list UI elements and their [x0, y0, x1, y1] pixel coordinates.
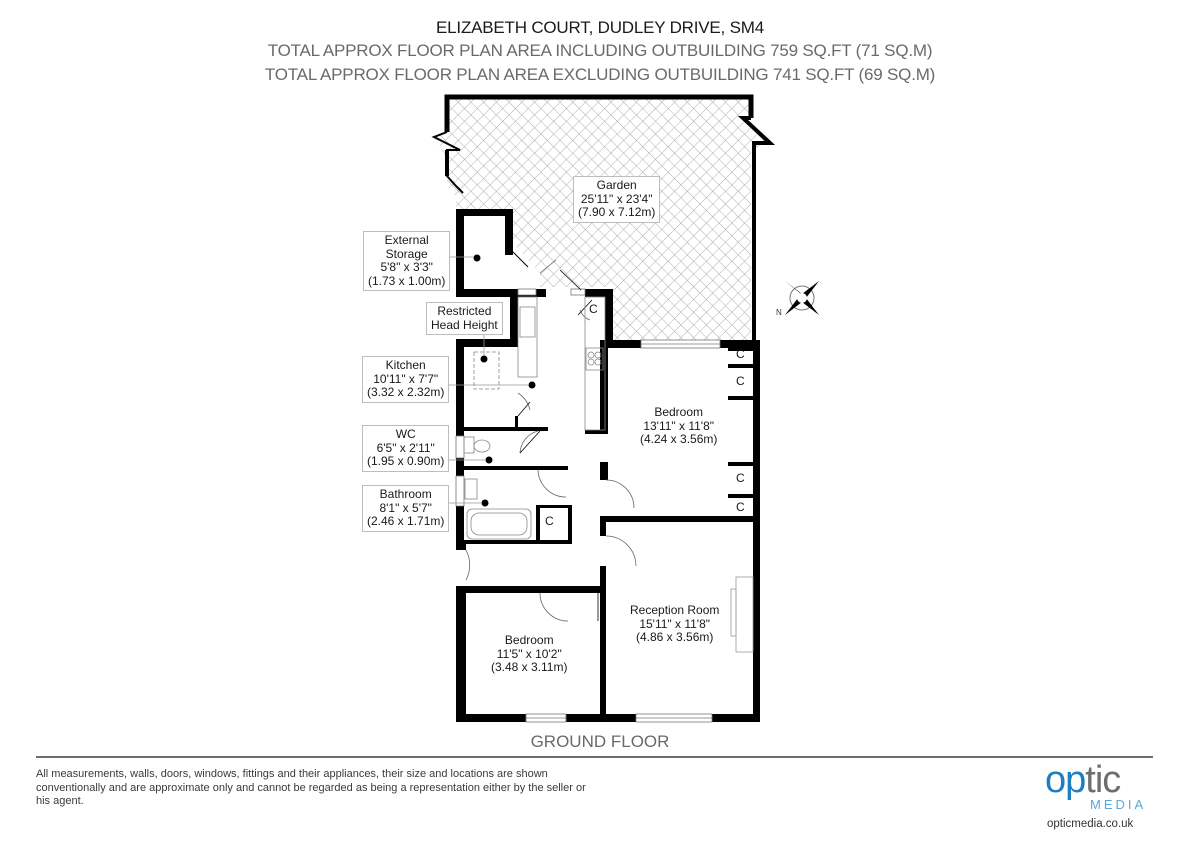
- room-name: WC: [395, 427, 416, 441]
- room-size-metric: (7.90 x 7.12m): [578, 205, 656, 219]
- room-size-metric: (1.73 x 1.00m): [368, 273, 446, 288]
- room-size-metric: (3.32 x 2.32m): [367, 385, 445, 399]
- room-name-line1: External: [384, 233, 429, 247]
- compass-icon: [785, 281, 819, 315]
- area-including-outbuilding: TOTAL APPROX FLOOR PLAN AREA INCLUDING O…: [267, 41, 933, 60]
- room-name: Bathroom: [379, 487, 432, 501]
- flat-walls: [456, 289, 760, 722]
- logo-url: opticmedia.co.uk: [1047, 818, 1134, 830]
- room-size-metric: (2.46 x 1.71m): [367, 514, 445, 528]
- cupboard-label: C: [736, 500, 745, 514]
- room-size-metric: (4.24 x 3.56m): [640, 432, 718, 446]
- footer-divider: [36, 756, 1153, 758]
- room-size-metric: (3.48 x 3.11m): [491, 660, 568, 674]
- cupboard-label: C: [589, 302, 598, 316]
- reception-room-label: Reception Room 15'11" x 11'8" (4.86 x 3.…: [630, 603, 720, 645]
- room-size-imperial: 11'5" x 10'2": [496, 646, 562, 661]
- room-size-imperial: 15'11" x 11'8": [639, 616, 711, 631]
- bedroom-1-label: Bedroom 13'11" x 11'8" (4.24 x 3.56m): [640, 405, 718, 447]
- room-size-imperial: 8'1" x 5'7": [379, 500, 432, 515]
- room-name: Bedroom: [654, 405, 704, 419]
- restricted-line1: Restricted: [437, 304, 492, 318]
- room-size-imperial: 25'11" x 23'4": [580, 191, 653, 206]
- restricted-head-height-label: Restricted Head Height: [426, 302, 503, 335]
- room-size-imperial: 10'11" x 7'7": [373, 371, 439, 386]
- area-excluding-outbuilding: TOTAL APPROX FLOOR PLAN AREA EXCLUDING O…: [264, 65, 936, 84]
- kitchen-units: [473, 296, 606, 431]
- cupboard-label: C: [545, 514, 554, 528]
- logo-op: op: [1045, 759, 1086, 801]
- logo-media: MEDIA: [1090, 797, 1147, 812]
- kitchen-label: Kitchen 10'11" x 7'7" (3.32 x 2.32m): [362, 356, 450, 403]
- room-name: Bedroom: [504, 633, 554, 647]
- cupboard-label: C: [736, 347, 745, 361]
- room-size-metric: (4.86 x 3.56m): [636, 630, 714, 644]
- restricted-line2: Head Height: [431, 317, 498, 332]
- compass-north-label: N: [776, 308, 782, 317]
- garden-label: Garden 25'11" x 23'4" (7.90 x 7.12m): [573, 176, 661, 223]
- wc-label: WC 6'5" x 2'11" (1.95 x 0.90m): [362, 425, 450, 472]
- property-title: ELIZABETH COURT, DUDLEY DRIVE, SM4: [436, 18, 764, 37]
- bedroom-2-label: Bedroom 11'5" x 10'2" (3.48 x 3.11m): [491, 633, 568, 675]
- logo-wordmark: optic: [1045, 759, 1121, 801]
- door-swings: [465, 259, 637, 622]
- room-size-imperial: 13'11" x 11'8": [643, 418, 715, 433]
- optic-media-logo: optic MEDIA opticmedia.co.uk: [1045, 760, 1160, 836]
- room-size-imperial: 6'5" x 2'11": [376, 440, 435, 455]
- bathroom-label: Bathroom 8'1" x 5'7" (2.46 x 1.71m): [362, 485, 450, 532]
- room-size-metric: (1.95 x 0.90m): [367, 454, 445, 468]
- room-name: Garden: [596, 178, 637, 192]
- cupboard-label: C: [736, 471, 745, 485]
- room-name: Kitchen: [385, 358, 426, 372]
- external-storage-walls: [456, 209, 546, 297]
- room-size-imperial: 5'8" x 3'3": [380, 260, 433, 274]
- room-name-line2: Storage: [385, 246, 428, 261]
- logo-tic: tic: [1085, 759, 1121, 801]
- windows: [455, 288, 721, 723]
- disclaimer-text: All measurements, walls, doors, windows,…: [36, 768, 586, 807]
- external-storage-label: External Storage 5'8" x 3'3" (1.73 x 1.0…: [363, 231, 451, 291]
- floor-label: GROUND FLOOR: [530, 732, 670, 751]
- cupboard-label: C: [736, 374, 745, 388]
- room-name: Reception Room: [630, 603, 720, 617]
